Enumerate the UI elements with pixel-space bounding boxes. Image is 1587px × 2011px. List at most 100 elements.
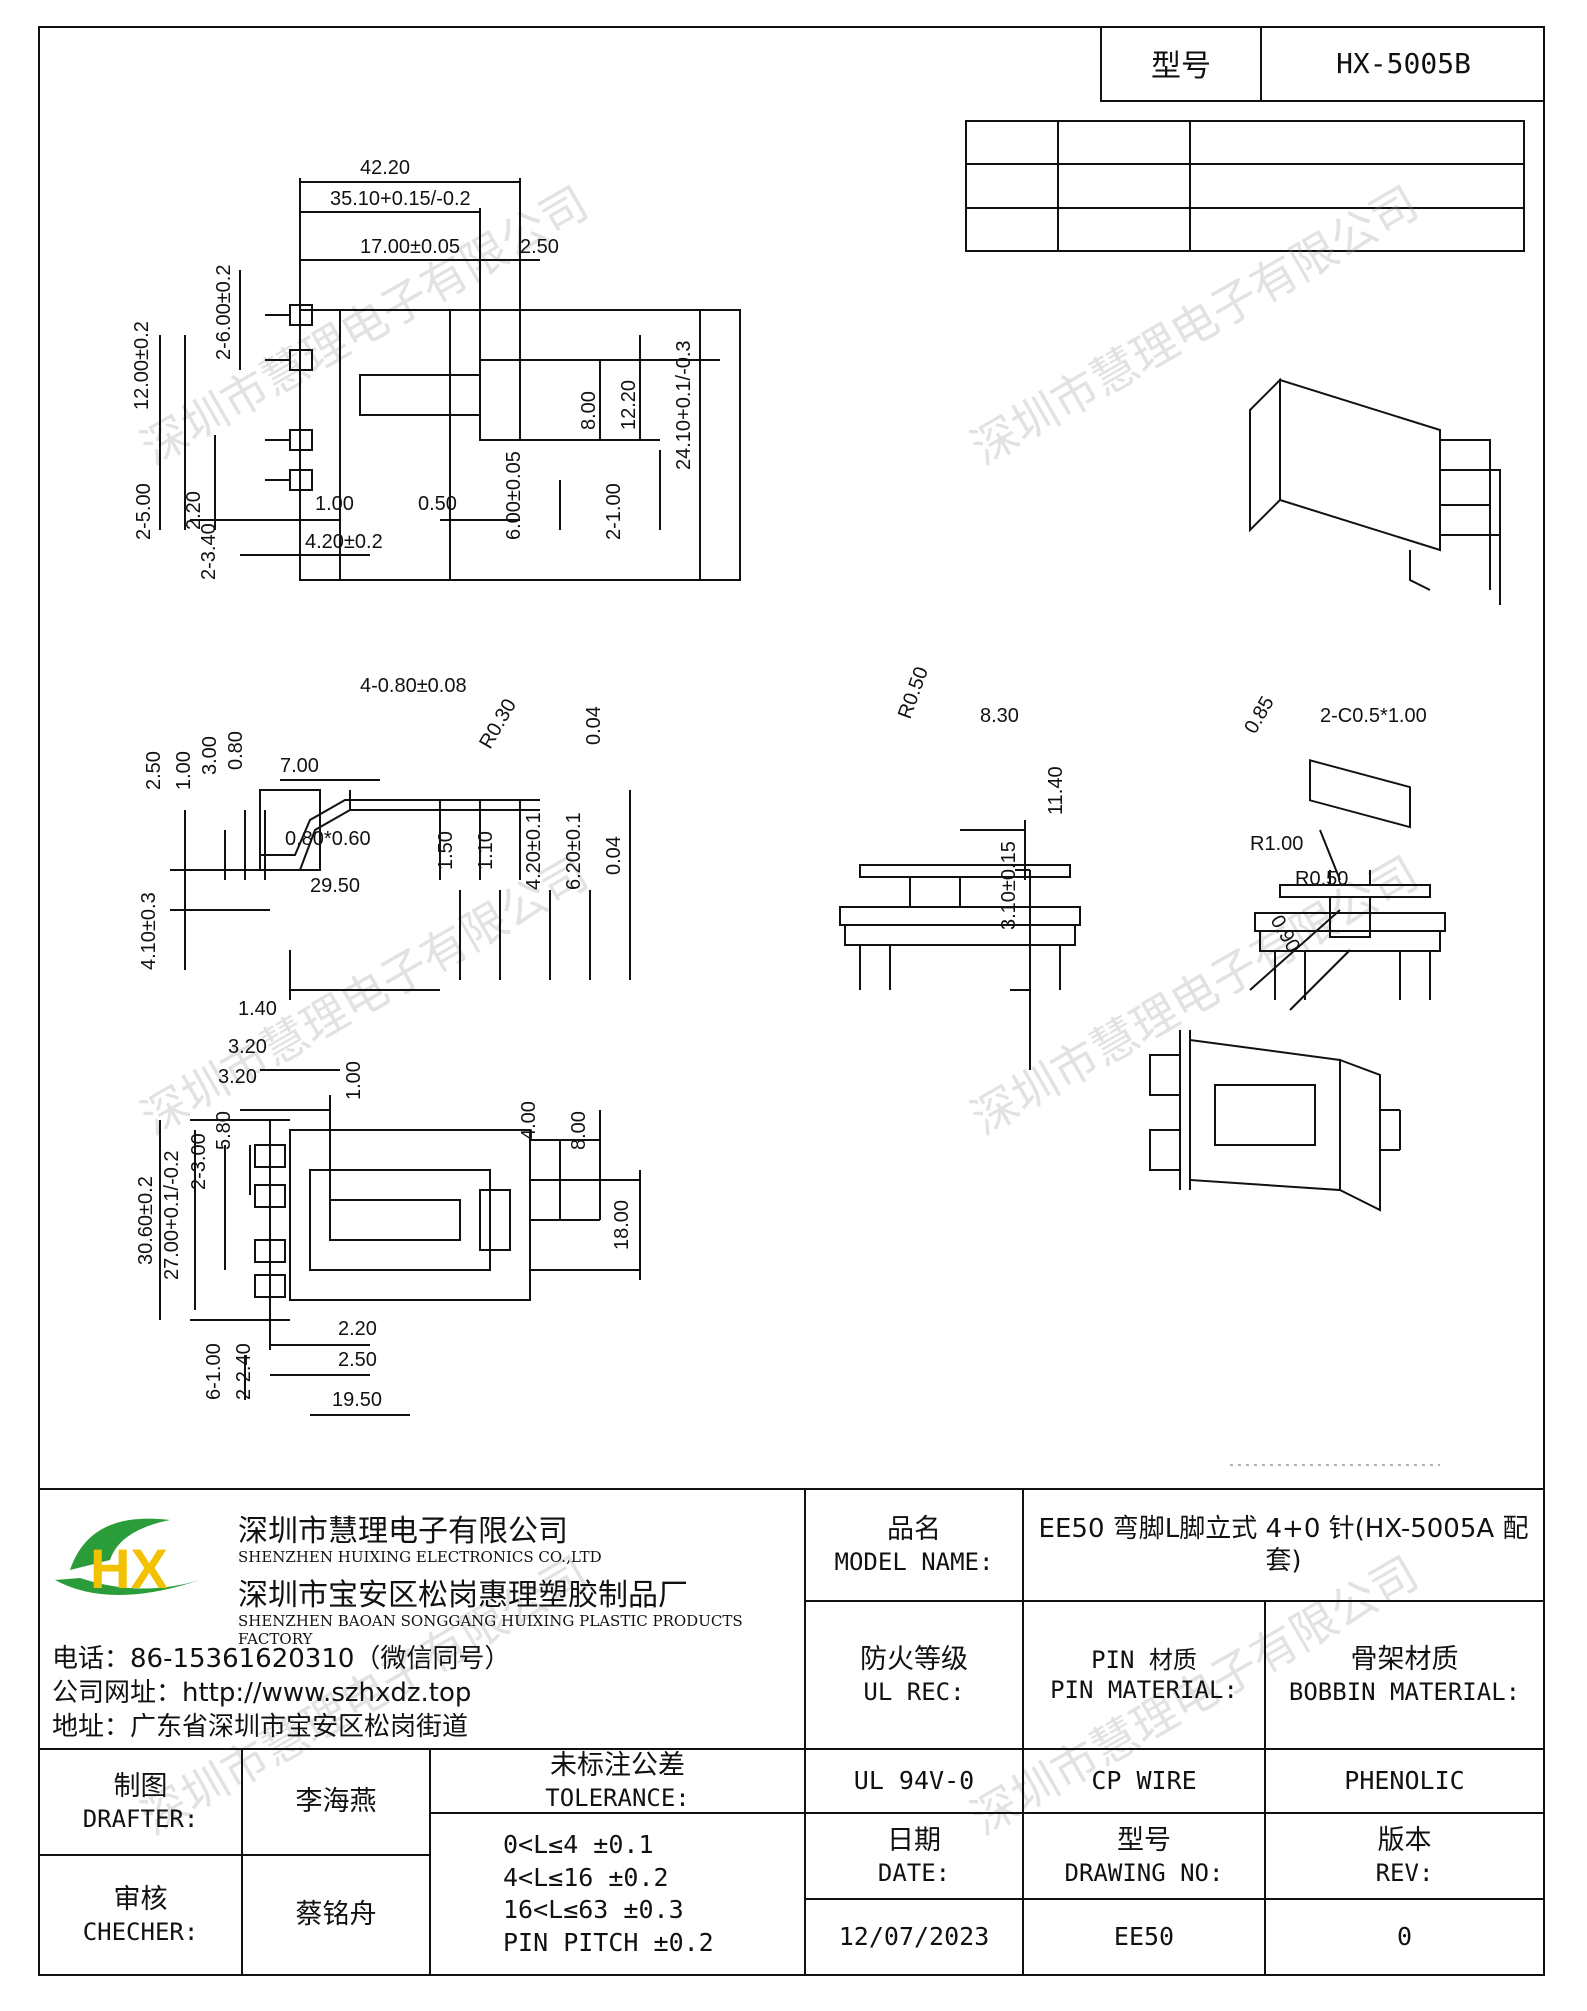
dim-label: 4.20±0.2 [305, 531, 383, 553]
dim-label: 4.10±0.3 [138, 892, 160, 970]
factory-name-cn: 深圳市宝安区松岗惠理塑胶制品厂 [238, 1578, 688, 1613]
dim-label: 0.50 [418, 493, 457, 515]
dim-label: 0.80*0.60 [285, 828, 371, 850]
dim-label: 18.00 [611, 1200, 633, 1250]
dim-label: 0.04 [583, 706, 605, 745]
dim-label: 29.50 [310, 875, 360, 897]
dim-label: 12.20 [618, 380, 640, 430]
iso-view-top [1249, 377, 1501, 829]
dim-label: 12.00±0.2 [131, 321, 153, 410]
dim-label: 1.50 [435, 831, 457, 870]
dim-label: 2.20 [338, 1318, 377, 1340]
bobbin-material-label: 骨架材质 BOBBIN MATERIAL: [1264, 1600, 1545, 1750]
dim-label: 4.20±0.1 [523, 812, 545, 890]
dim-label: 2-2.40 [233, 1343, 255, 1400]
dim-label: 2-C0.5*1.00 [1320, 705, 1427, 727]
dim-label: 27.00+0.1/-0.2 [161, 1150, 183, 1280]
dim-label: 3.20 [218, 1066, 257, 1088]
pin-material-value: CP WIRE [1022, 1748, 1266, 1814]
tolerance-label: 未标注公差 TOLERANCE: [429, 1748, 806, 1814]
dim-label: 1.40 [238, 998, 277, 1020]
end-view [839, 820, 1081, 1070]
dim-label: 8.00 [568, 1111, 590, 1150]
side-view [170, 779, 631, 1000]
dim-label: R0.50 [894, 664, 933, 722]
revision-table [965, 119, 1525, 253]
dim-label: 6-1.00 [203, 1343, 225, 1400]
dim-label: 8.30 [980, 705, 1019, 727]
model-box: 型号 HX-5005B [1100, 26, 1545, 102]
title-block: HX 深圳市慧理电子有限公司 SHENZHEN HUIXING ELECTRON… [38, 1488, 1545, 1976]
dim-label: 2.50 [143, 751, 165, 790]
detail-view [1249, 829, 1446, 1011]
tolerance-values: 0<L≤4 ±0.1 4<L≤16 ±0.2 16<L≤63 ±0.3 PIN … [429, 1812, 806, 1976]
technical-drawing: 42.20 35.10+0.15/-0.2 17.00±0.05 2.50 2-… [131, 157, 1501, 1466]
dim-label: 0.04 [603, 836, 625, 875]
logo-text: HX [90, 1537, 168, 1600]
model-label: 型号 [1102, 26, 1262, 100]
dim-label: 11.40 [1045, 766, 1067, 815]
date-label: 日期 DATE: [804, 1812, 1024, 1900]
dim-label: 6.00±0.05 [503, 451, 525, 540]
dim-label: 2.20 [183, 491, 205, 530]
dim-label: 35.10+0.15/-0.2 [330, 188, 471, 210]
drawing-no-label: 型号 DRAWING NO: [1022, 1812, 1266, 1900]
dim-label: 1.00 [173, 751, 195, 790]
dim-label: 0.80 [225, 731, 247, 770]
ul-rec-label: 防火等级 UL REC: [804, 1600, 1024, 1750]
dim-label: 2-6.00±0.2 [213, 265, 235, 361]
dim-label: 19.50 [332, 1389, 382, 1411]
dim-label: 2-3.00 [188, 1133, 210, 1190]
company-address: 地址：广东省深圳市宝安区松岗街道 [52, 1712, 469, 1742]
drafter-label: 制图 DRAFTER: [38, 1748, 243, 1856]
company-website: 公司网址：http://www.szhxdz.top [52, 1678, 472, 1708]
dim-label: 2.50 [338, 1349, 377, 1371]
company-name-cn: 深圳市慧理电子有限公司 [238, 1514, 568, 1549]
dim-label: 30.60±0.2 [135, 1176, 157, 1265]
company-name-en: SHENZHEN HUIXING ELECTRONICS CO.,LTD [238, 1548, 602, 1566]
pin-material-label: PIN 材质 PIN MATERIAL: [1022, 1600, 1266, 1750]
company-info: HX 深圳市慧理电子有限公司 SHENZHEN HUIXING ELECTRON… [40, 1490, 804, 1748]
dim-label: 17.00±0.05 [360, 236, 460, 258]
dim-label: 2-5.00 [133, 483, 155, 540]
factory-name-en: SHENZHEN BAOAN SONGGANG HUIXING PLASTIC … [238, 1612, 743, 1648]
dim-label: 3.20 [228, 1036, 267, 1058]
drafter-value: 李海燕 [241, 1748, 431, 1856]
iso-view-bottom [1149, 1030, 1401, 1212]
dim-label: 4-0.80±0.08 [360, 675, 467, 697]
bottom-view [159, 1069, 641, 1416]
date-value: 12/07/2023 [804, 1898, 1024, 1976]
drawing-no-value: EE50 [1022, 1898, 1266, 1976]
rev-value: 0 [1264, 1898, 1545, 1976]
company-logo: HX [55, 1518, 200, 1600]
model-name-value: EE50 弯脚L脚立式 4+0 针(HX-5005A 配套) [1022, 1488, 1545, 1602]
dim-label: R0.30 [475, 695, 521, 752]
dim-label: 8.00 [578, 391, 600, 430]
dim-label: 0.85 [1240, 693, 1279, 738]
dim-label: 4.00 [518, 1101, 540, 1140]
dim-label: 1.10 [475, 831, 497, 870]
model-name-label: 品名 MODEL NAME: [804, 1488, 1024, 1602]
top-view [159, 178, 741, 581]
dim-label: 2.50 [520, 236, 559, 258]
dim-label: 1.00 [343, 1061, 365, 1100]
dim-label: 3.10±0.15 [998, 841, 1020, 930]
dim-label: 6.20±0.1 [563, 812, 585, 890]
checker-value: 蔡铭舟 [241, 1854, 431, 1976]
company-phone: 电话：86-15361620310（微信同号） [52, 1644, 511, 1674]
bobbin-material-value: PHENOLIC [1264, 1748, 1545, 1814]
dim-label: 2-3.40 [198, 523, 220, 580]
dim-label: 42.20 [360, 157, 410, 179]
dim-label: 3.00 [199, 736, 221, 775]
dim-label: R1.00 [1250, 833, 1303, 855]
rev-label: 版本 REV: [1264, 1812, 1545, 1900]
dim-label: 1.00 [315, 493, 354, 515]
dim-label: R0.50 [1295, 868, 1348, 890]
dim-label: 0.90 [1266, 912, 1305, 957]
model-value: HX-5005B [1336, 46, 1471, 80]
dim-label: 7.00 [280, 755, 319, 777]
ul-rec-value: UL 94V-0 [804, 1748, 1024, 1814]
checker-label: 审核 CHECHER: [38, 1854, 243, 1976]
dim-label: 2-1.00 [603, 483, 625, 540]
dim-label: 24.10+0.1/-0.3 [673, 340, 695, 470]
